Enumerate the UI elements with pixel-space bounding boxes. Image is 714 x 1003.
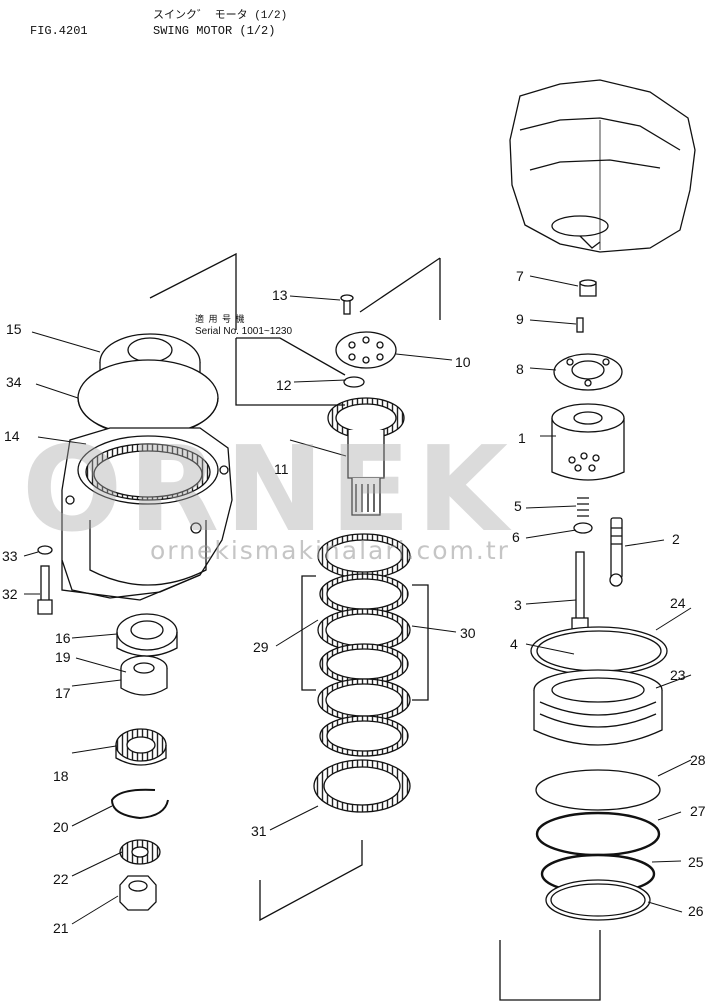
callout-23: 23: [670, 667, 686, 683]
serial-note-heading: 適 用 号 機: [195, 314, 246, 324]
callout-15: 15: [6, 321, 22, 337]
ring-gear-housing-group: [37, 252, 237, 615]
serial-note-range: Serial No. 1001~1230: [195, 326, 293, 337]
callout-33: 33: [2, 548, 18, 564]
figure-number: FIG.4201: [30, 24, 88, 38]
title-english: SWING MOTOR (1/2): [153, 24, 276, 38]
friction-plate-stack: [259, 533, 429, 922]
callout-10: 10: [455, 354, 471, 370]
callout-8: 8: [516, 361, 524, 377]
leader-lines: [23, 275, 692, 925]
callout-27: 27: [690, 803, 706, 819]
cylinder-block-group: [499, 279, 668, 1001]
callout-30: 30: [460, 625, 476, 641]
callout-32: 32: [2, 586, 18, 602]
callout-labels: 1234567891011121314151617181920212223242…: [2, 268, 706, 936]
callout-34: 34: [6, 374, 22, 390]
callout-6: 6: [512, 529, 520, 545]
callout-1: 1: [518, 430, 526, 446]
callout-31: 31: [251, 823, 267, 839]
callout-16: 16: [55, 630, 71, 646]
motor-housing-top: [509, 79, 696, 253]
callout-18: 18: [53, 768, 69, 784]
center-shaft-group: [235, 257, 441, 516]
callout-5: 5: [514, 498, 522, 514]
callout-20: 20: [53, 819, 69, 835]
callout-14: 14: [4, 428, 20, 444]
output-bearing-group: [110, 613, 178, 911]
callout-19: 19: [55, 649, 71, 665]
watermark-brand: ORNEK: [22, 420, 514, 558]
watermark-url: ornekismakinalari.com.tr: [150, 536, 510, 565]
callout-9: 9: [516, 311, 524, 327]
callout-11: 11: [274, 461, 289, 477]
callout-24: 24: [670, 595, 686, 611]
callout-26: 26: [688, 903, 704, 919]
callout-12: 12: [276, 377, 292, 393]
callout-21: 21: [53, 920, 69, 936]
callout-4: 4: [510, 636, 518, 652]
title-japanese: スインク゛ モータ (1/2): [153, 10, 288, 22]
callout-13: 13: [272, 287, 288, 303]
callout-29: 29: [253, 639, 269, 655]
callout-7: 7: [516, 268, 524, 284]
callout-28: 28: [690, 752, 706, 768]
callout-3: 3: [514, 597, 522, 613]
callout-17: 17: [55, 685, 71, 701]
callout-22: 22: [53, 871, 69, 887]
callout-2: 2: [672, 531, 680, 547]
callout-25: 25: [688, 854, 704, 870]
